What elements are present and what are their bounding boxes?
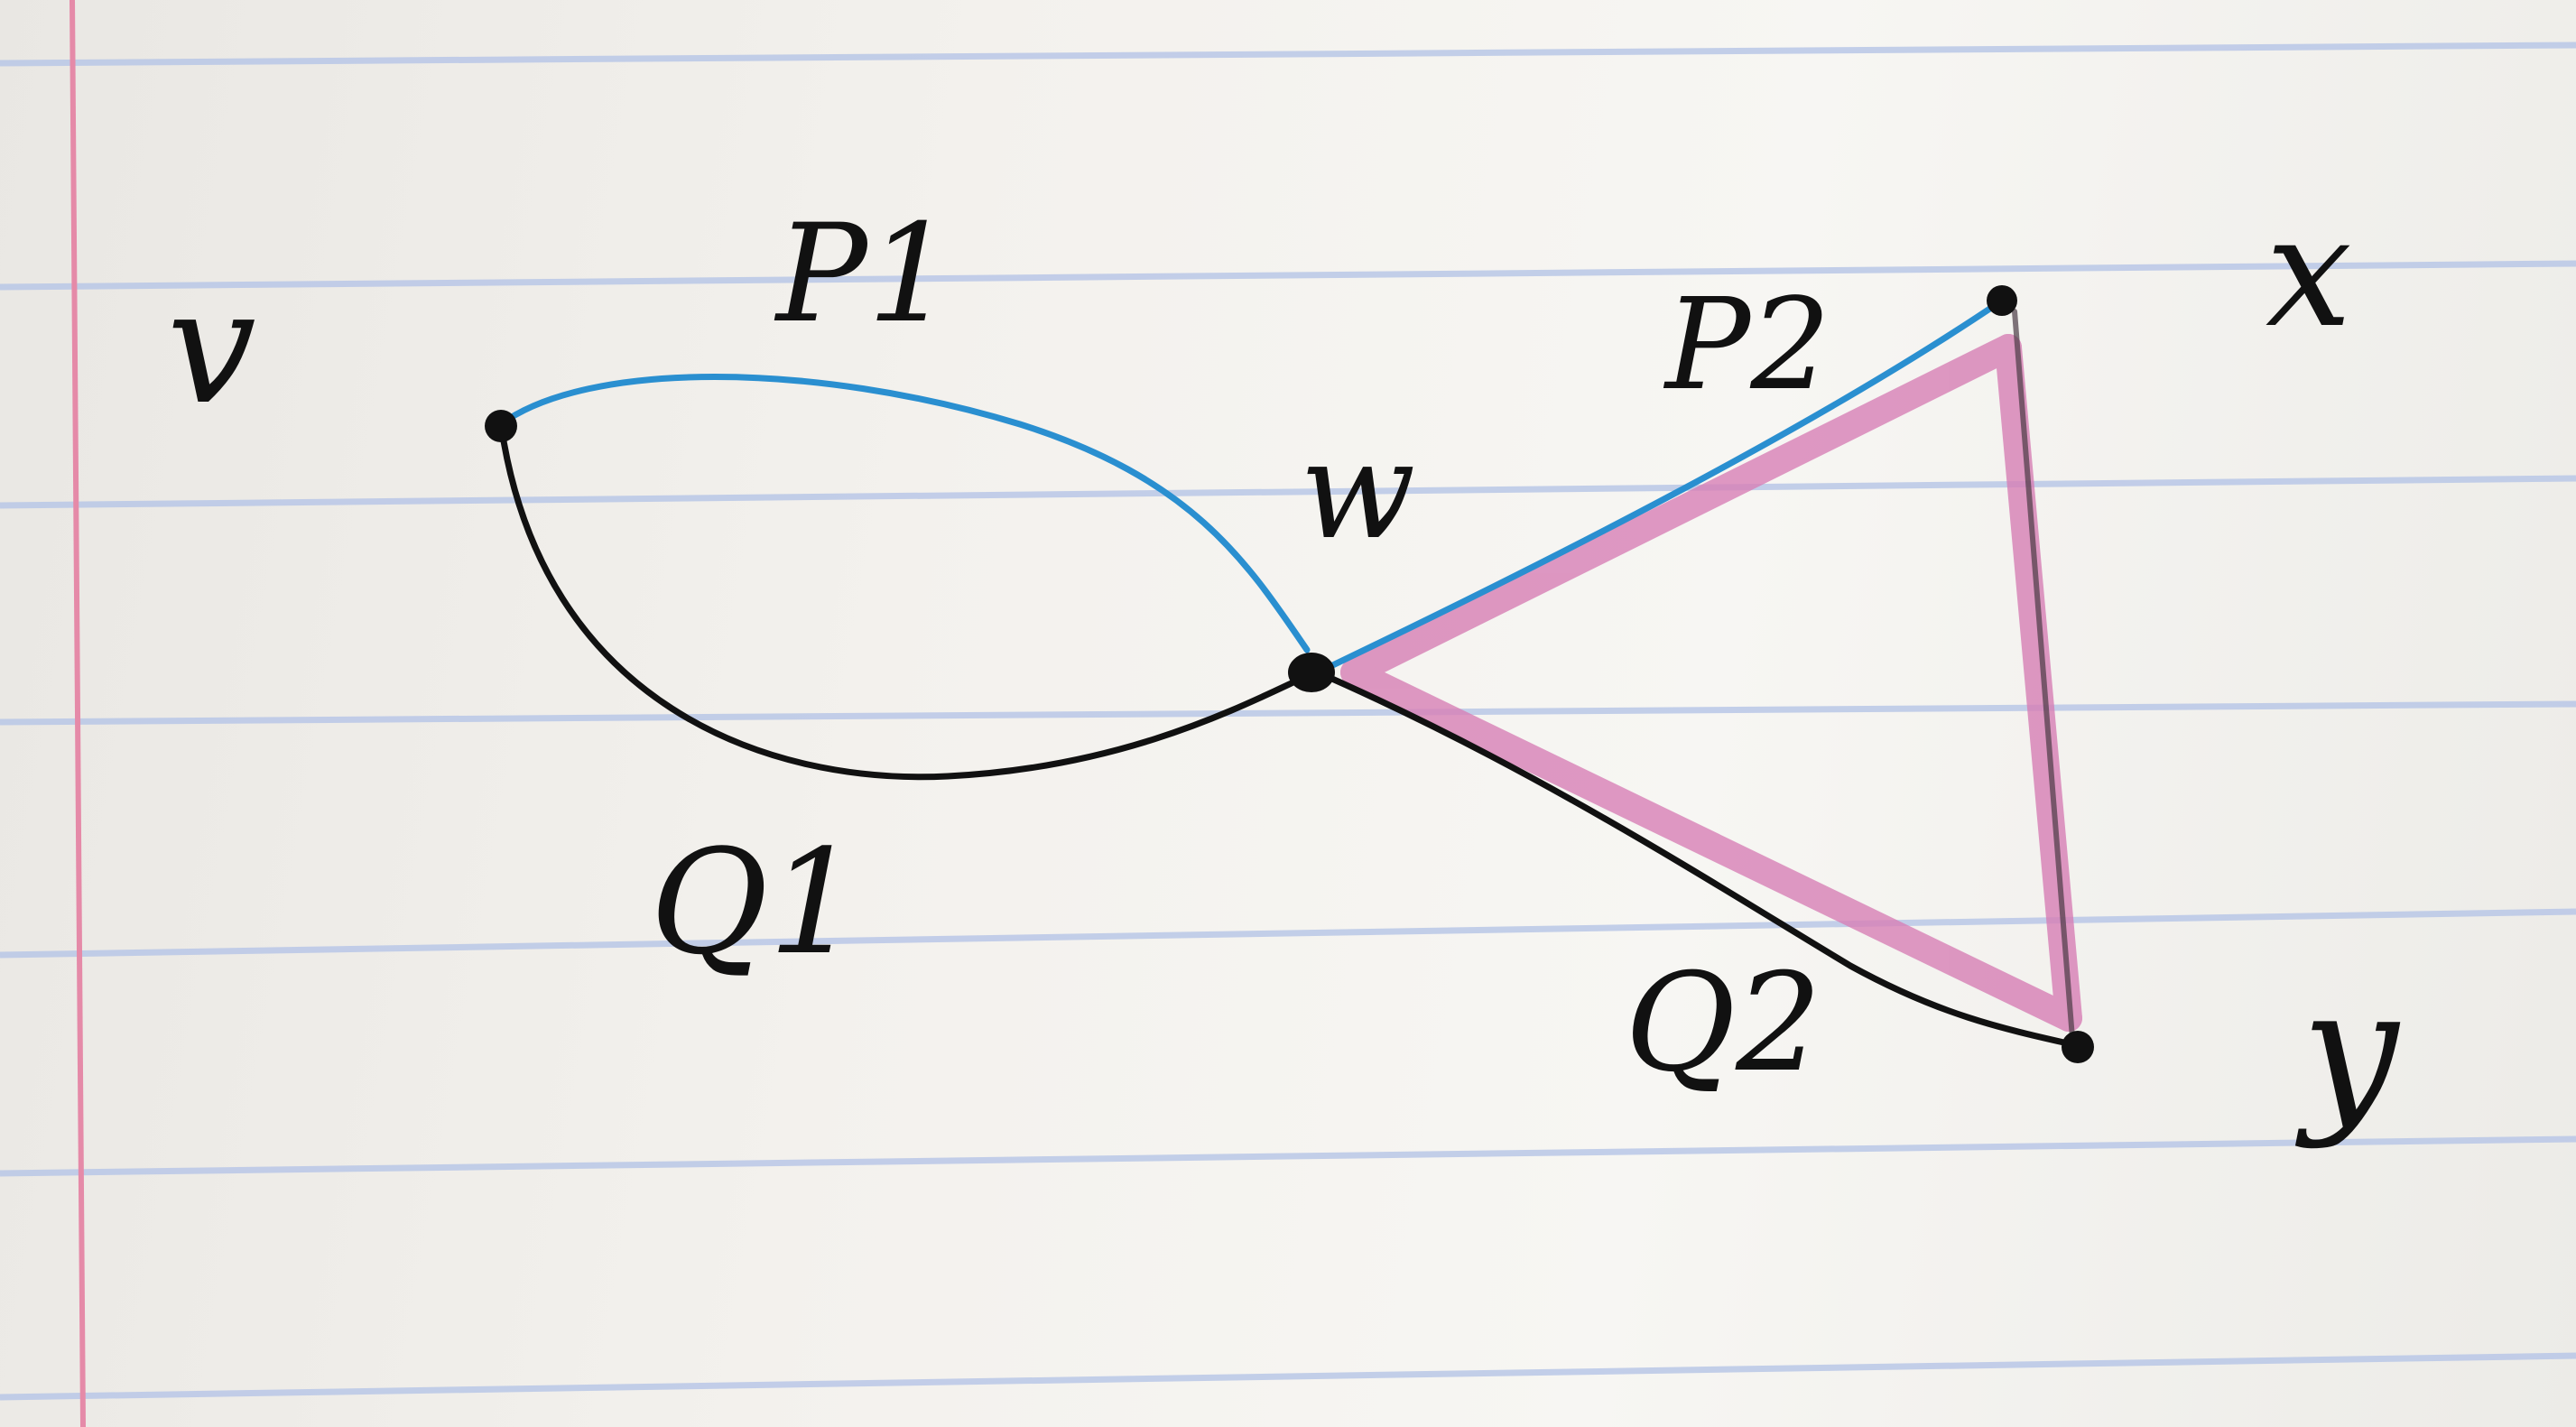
path-p1 (497, 374, 1311, 653)
margin-line (69, 0, 86, 1427)
label-vertex-x: x (2266, 183, 2352, 362)
highlight-triangle (1340, 334, 2082, 1032)
label-vertex-v: v (167, 256, 256, 440)
label-path-q1: Q1 (650, 818, 860, 987)
vertex-x-dot (1987, 285, 2017, 316)
path-q1 (497, 421, 1312, 781)
label-path-p1: P1 (774, 196, 953, 353)
vertex-v-dot (485, 410, 517, 442)
path-q2 (1314, 669, 2080, 1049)
label-path-q2: Q2 (1625, 945, 1821, 1102)
label-vertex-w: w (1300, 412, 1415, 570)
label-path-p2: P2 (1663, 272, 1830, 419)
vertex-w-dot (1288, 653, 1335, 692)
path-p2 (1314, 299, 2003, 676)
ruled-lines (0, 42, 2576, 1401)
edge-x-y (2012, 309, 2075, 1041)
label-vertex-y: y (2294, 951, 2401, 1151)
vertex-y-dot (2062, 1031, 2094, 1063)
